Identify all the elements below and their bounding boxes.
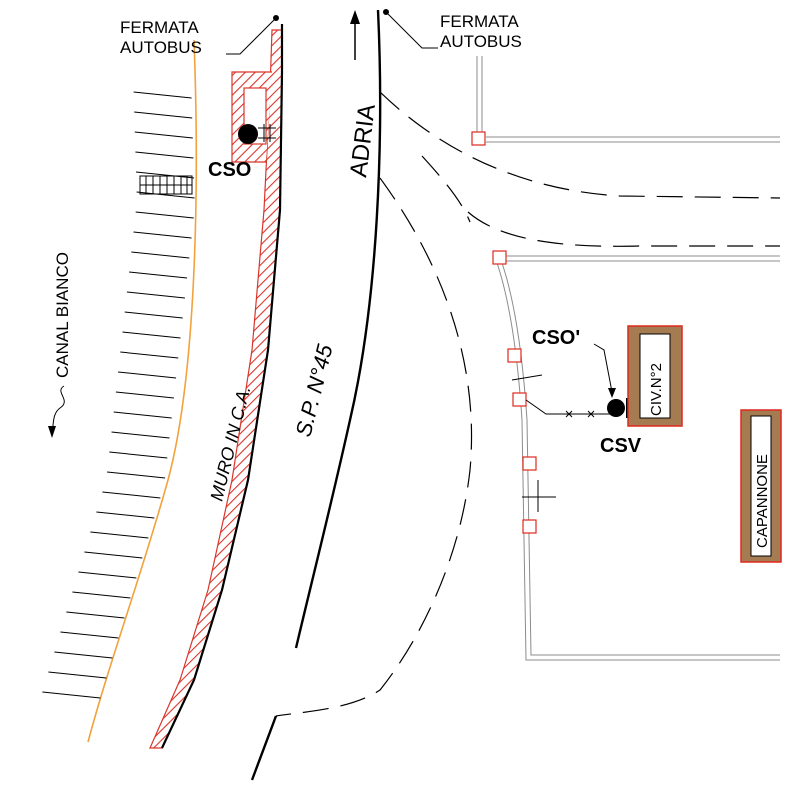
canal-leader <box>51 385 65 433</box>
canal-tick <box>129 271 188 279</box>
canal-tick <box>120 351 179 359</box>
canal-tick <box>126 291 185 299</box>
canal-tick <box>136 191 195 199</box>
building-shed-label-box <box>750 415 772 557</box>
canal-ticks <box>42 91 195 699</box>
canal-tick <box>60 631 119 639</box>
canal-arrow-icon <box>48 426 56 438</box>
canal-tick <box>124 311 183 319</box>
canal-tick <box>54 651 113 659</box>
bus-stop-right-label-2: AUTOBUS <box>440 32 522 51</box>
canal-bank <box>87 39 198 743</box>
bus-stop-left-label-2: AUTOBUS <box>120 38 202 57</box>
cso-connector <box>258 124 276 142</box>
canal-tick <box>122 331 181 339</box>
canal-tick <box>118 371 177 379</box>
service-line-marks <box>565 410 595 418</box>
fence-cross-ticks <box>511 374 556 512</box>
cso-right-label: CSO' <box>532 327 580 349</box>
cso-right-arrow-icon <box>608 388 616 398</box>
canal-tick <box>135 151 194 159</box>
canal-tick <box>66 611 125 619</box>
canal-tick <box>135 171 195 179</box>
cso-right-leader <box>593 343 613 393</box>
canal-tick <box>78 571 137 579</box>
road-name-label: S.P. N°45 <box>291 341 338 439</box>
canal-tick <box>133 91 192 99</box>
cso-left-marker <box>238 124 258 144</box>
bus-stop-right-leader <box>385 11 438 49</box>
bus-stop-left-leader <box>226 17 277 55</box>
bus-stop-left-label-1: FERMATA <box>120 18 199 37</box>
canal-tick <box>48 671 107 679</box>
canal-tick <box>84 551 143 559</box>
direction-arrow-icon <box>350 10 360 24</box>
road-direction-label: ADRIA <box>345 103 381 179</box>
canal-tick <box>102 491 161 499</box>
fence-posts <box>471 131 537 534</box>
canal-tick <box>42 691 101 699</box>
road-edge-east <box>294 9 382 649</box>
canal-tick <box>135 211 194 219</box>
canal-tick <box>109 451 168 459</box>
csv-label: CSV <box>600 435 642 457</box>
canal-tick <box>113 411 172 419</box>
canal-tick <box>90 531 149 539</box>
building-shed-label: CAPANNONE <box>754 454 771 548</box>
grate-icon <box>139 175 193 195</box>
canal-tick <box>115 391 174 399</box>
canal-tick <box>134 111 193 119</box>
canal-tick <box>131 251 190 259</box>
canal-tick <box>134 131 193 139</box>
wall-edge <box>161 24 284 749</box>
canal-tick <box>111 431 170 439</box>
canal-tick <box>107 471 166 479</box>
property-fences <box>476 56 780 661</box>
canal-tick <box>133 231 192 239</box>
building-civ-2-label-box <box>639 333 671 419</box>
cso-right-marker <box>607 399 625 417</box>
cso-left-label: CSO <box>208 159 251 181</box>
dashed-planned-lines <box>275 91 781 717</box>
canal-tick <box>72 591 131 599</box>
building-civ-label: CIV.N°2 <box>648 363 665 416</box>
road-edge-south <box>250 715 278 781</box>
csv-service-line <box>525 399 612 415</box>
bus-stop-right-label-1: FERMATA <box>440 12 519 31</box>
canal-tick <box>96 511 155 519</box>
canal-label: CANAL BIANCO <box>53 252 72 378</box>
